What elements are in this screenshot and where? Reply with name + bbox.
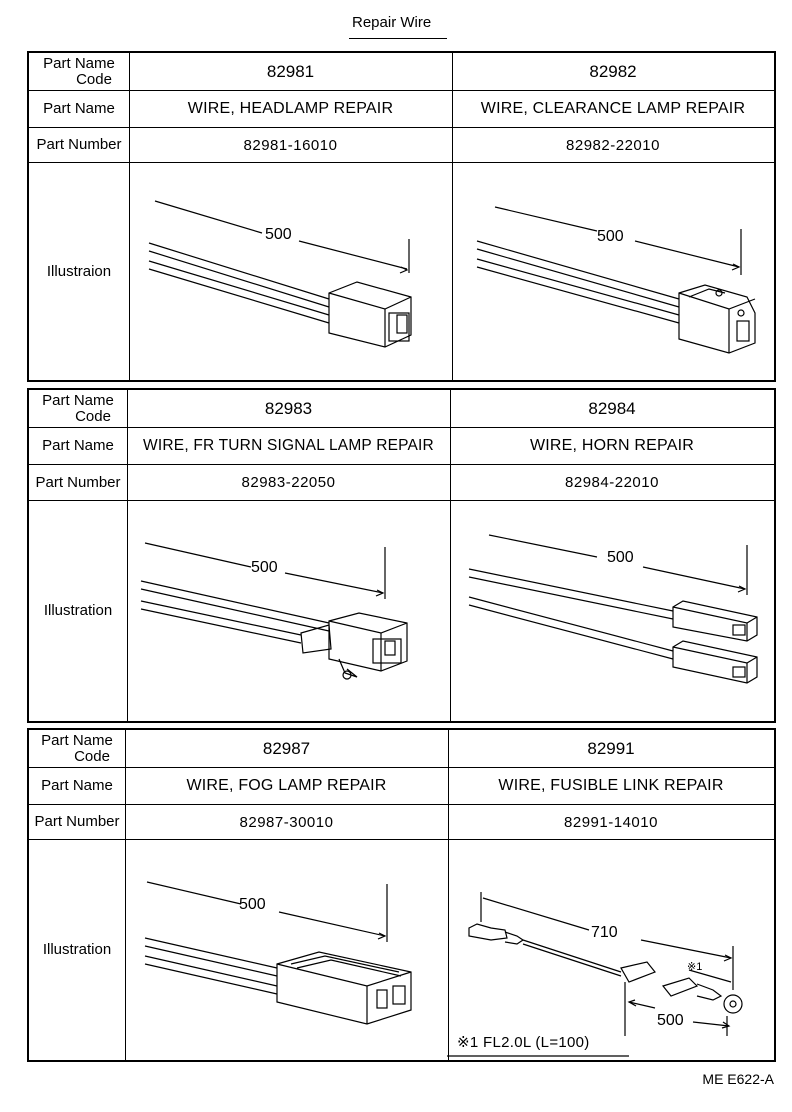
number-row: Part Number 82987-30010 82991-14010 [29,805,774,840]
part-name-right: WIRE, HORN REPAIR [529,437,694,454]
part-number-right: 82982-22010 [566,136,660,154]
column-divider [452,163,453,380]
part-number-label: Part Number [35,473,121,491]
headlamp-wire-illustration [148,200,412,348]
label-line-1: Part Name [41,731,113,749]
part-code-right: 82984 [588,398,636,418]
illustration-label: Illustraion [46,262,112,280]
column-divider [450,390,451,501]
part-number-label: Part Number [34,813,120,830]
label-line-1: Part Name [43,54,115,72]
note-mark-1: ※1 [687,961,703,973]
illustration-row: Illustration [29,501,774,721]
column-divider [448,730,449,840]
document-code: ME E622-A [702,1071,774,1087]
code-row: Part Name Code 82983 82984 [29,390,774,428]
part-number-right: 82984-22010 [565,474,659,491]
label-line-2: Code [75,407,111,425]
illustration-label: Illustration [42,941,112,958]
fusible-link-note: ※1 FL2.0L (L=100) [457,1034,590,1051]
illustration-label: Illustration [43,602,113,619]
part-name-right: WIRE, FUSIBLE LINK REPAIR [498,777,724,794]
clearance-lamp-wire-illustration [476,206,756,354]
name-row: Part Name WIRE, FOG LAMP REPAIR WIRE, FU… [29,768,774,805]
fusible-link-wire-illustration [447,892,743,1057]
column-divider [125,840,126,1060]
title-underline [349,38,447,39]
turn-signal-wire-illustration [140,542,408,680]
part-name-code-label: Part Name Code [29,53,129,90]
column-divider [448,840,449,1060]
part-name-left: WIRE, HEADLAMP REPAIR [187,100,394,117]
dimension-500-left: 500 [251,559,278,576]
name-row: Part Name WIRE, HEADLAMP REPAIR WIRE, CL… [29,91,774,128]
dimension-500-right: 500 [597,228,624,245]
part-code-left: 82983 [264,398,313,418]
part-name-label: Part Name [43,100,115,117]
part-number-left: 82987-30010 [239,813,334,831]
part-number-right: 82991-14010 [564,813,658,831]
column-divider [127,501,128,721]
page-title: Repair Wire [352,14,432,31]
illustration-row: Illustraion [29,163,774,380]
column-divider [125,730,126,840]
part-name-right: WIRE, CLEARANCE LAMP REPAIR [480,100,746,117]
part-name-code-label: Part Name Code [29,390,127,427]
column-divider [127,390,128,501]
part-name-label: Part Name [42,437,114,454]
parts-table-block-1: Part Name Code 82981 82982 Part Name WIR… [27,51,776,382]
part-name-left: WIRE, FR TURN SIGNAL LAMP REPAIR [143,437,434,454]
label-line-2: Code [76,70,112,88]
parts-table-block-2: Part Name Code 82983 82984 Part Name WIR… [27,388,776,723]
code-row: Part Name Code 82987 82991 [29,730,774,768]
label-line-1: Part Name [42,391,114,409]
number-row: Part Number 82981-16010 82982-22010 [29,128,774,163]
part-code-left: 82987 [262,738,311,758]
label-line-2: Code [74,747,110,765]
part-code-left: 82981 [266,61,315,81]
column-divider [129,163,130,380]
dimension-500-right: 500 [657,1012,684,1029]
name-row: Part Name WIRE, FR TURN SIGNAL LAMP REPA… [29,428,774,465]
fog-lamp-wire-illustration [144,881,412,1025]
part-number-left: 82983-22050 [241,474,336,491]
part-number-label: Part Number [36,136,122,153]
parts-table-block-3: Part Name Code 82987 82991 Part Name WIR… [27,728,776,1062]
part-code-right: 82991 [587,738,635,758]
column-divider [450,501,451,721]
illustration-row: Illustration [29,840,774,1060]
dimension-500-left: 500 [239,896,266,913]
column-divider [129,53,130,163]
part-name-label: Part Name [41,777,113,794]
dimension-500-right: 500 [607,549,634,566]
dimension-500-left: 500 [265,226,292,243]
code-row: Part Name Code 82981 82982 [29,53,774,91]
horn-wire-illustration [468,534,758,684]
dimension-710: 710 [591,924,618,941]
number-row: Part Number 82983-22050 82984-22010 [29,465,774,501]
part-name-code-label: Part Name Code [29,730,125,767]
column-divider [452,53,453,163]
part-name-left: WIRE, FOG LAMP REPAIR [186,777,387,794]
part-number-left: 82981-16010 [243,136,338,154]
part-code-right: 82982 [589,61,637,81]
